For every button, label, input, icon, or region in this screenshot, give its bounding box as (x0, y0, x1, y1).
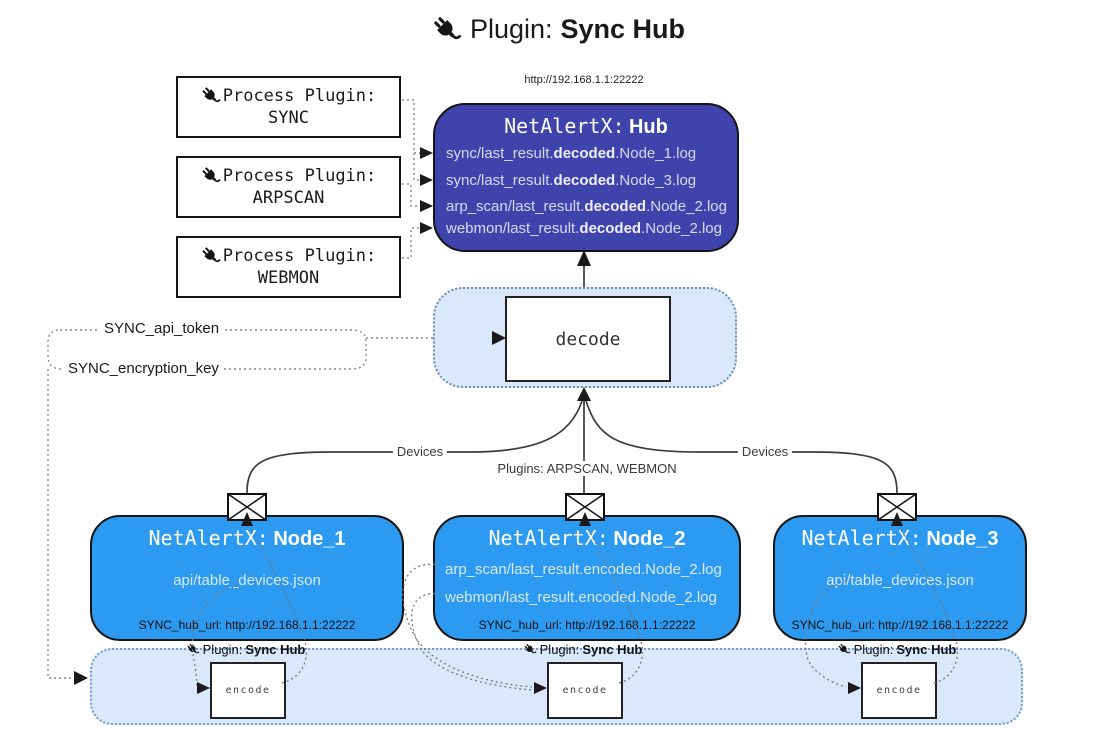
node-file-line: arp_scan/last_result.encoded.Node_2.log (445, 561, 722, 578)
plug-icon (199, 164, 222, 187)
process-plugin-name: WEBMON (257, 268, 320, 288)
hub-title: NetAlertX: Hub (435, 114, 737, 139)
process-plugin-label: Process Plugin: (222, 246, 377, 266)
plug-icon (836, 642, 851, 657)
plug-icon (199, 84, 222, 107)
process-plugin-name: ARPSCAN (252, 188, 325, 208)
edge-secrets-to-band (47, 369, 74, 679)
arrowhead (420, 200, 433, 212)
plugins-label-middle: Plugins: ARPSCAN, WEBMON (493, 461, 681, 476)
arrowhead (577, 250, 591, 266)
hub-log-line: arp_scan/last_result.decoded.Node_2.log (446, 198, 727, 215)
title-prefix: Plugin: (469, 14, 553, 44)
arrowhead (420, 147, 433, 159)
node-title: NetAlertX: Node_2 (488, 526, 686, 550)
process-plugin-box-webmon: Process Plugin: WEBMON (176, 236, 401, 298)
title-name: Sync Hub (560, 14, 686, 44)
band-plugin-label: Plugin:Sync Hub (836, 642, 956, 657)
band-plugin-label: Plugin:Sync Hub (185, 642, 305, 657)
process-plugin-box-arpscan: Process Plugin: ARPSCAN (176, 156, 401, 218)
plug-icon (199, 244, 222, 267)
encode-box: encode (547, 662, 623, 719)
arrowhead (74, 671, 88, 685)
hub-log-line: webmon/last_result.decoded.Node_2.log (446, 220, 722, 237)
diagram-title: Plugin: Sync Hub (0, 12, 1117, 46)
plug-icon (522, 642, 537, 657)
hub-title-name: Hub (628, 116, 668, 138)
encode-box: encode (861, 662, 937, 719)
process-plugin-name: SYNC (268, 108, 309, 128)
decode-box: decode (505, 296, 671, 382)
node-file-line: api/table_devices.json (826, 572, 974, 589)
arrowhead (420, 174, 433, 186)
sync-api-token-label: SYNC_api_token (100, 320, 224, 337)
process-plugin-label: Process Plugin: (222, 86, 377, 106)
hub-title-prefix: NetAlertX: (504, 114, 625, 138)
hub-log-line: sync/last_result.decoded.Node_1.log (446, 145, 697, 162)
node-box-node-2: NetAlertX: Node_2 arp_scan/last_result.e… (433, 515, 741, 641)
node-hub-url: SYNC_hub_url: http://192.168.1.1:22222 (138, 618, 356, 632)
devices-label-left: Devices (392, 444, 448, 459)
node-hub-url: SYNC_hub_url: http://192.168.1.1:22222 (791, 618, 1009, 632)
node-title: NetAlertX: Node_1 (148, 526, 346, 550)
sync-encryption-key-label: SYNC_encryption_key (64, 360, 223, 377)
node-file-line: webmon/last_result.encoded.Node_2.log (445, 589, 717, 606)
node-hub-url: SYNC_hub_url: http://192.168.1.1:22222 (478, 618, 696, 632)
encode-box: encode (210, 662, 286, 719)
hub-log-line: sync/last_result.decoded.Node_3.log (446, 172, 697, 189)
devices-label-right: Devices (737, 444, 793, 459)
process-plugin-label: Process Plugin: (222, 166, 377, 186)
band-plugin-label: Plugin:Sync Hub (522, 642, 642, 657)
envelope-icon (877, 493, 917, 521)
arrowhead (577, 387, 591, 401)
process-plugin-box-sync: Process Plugin: SYNC (176, 76, 401, 138)
plug-icon (185, 642, 200, 657)
node-file-line: api/table_devices.json (173, 572, 321, 589)
node-box-node-3: NetAlertX: Node_3 api/table_devices.json… (773, 515, 1027, 641)
node-box-node-1: NetAlertX: Node_1 api/table_devices.json… (90, 515, 404, 641)
plug-icon (430, 12, 463, 46)
hub-url: http://192.168.1.1:22222 (524, 74, 644, 86)
envelope-icon (227, 493, 267, 521)
envelope-icon (565, 493, 605, 521)
node-title: NetAlertX: Node_3 (801, 526, 999, 550)
hub-box: NetAlertX: Hub sync/last_result.decoded.… (433, 103, 739, 252)
arrowhead (420, 222, 433, 234)
edge-sync-to-hub-2 (413, 153, 420, 181)
